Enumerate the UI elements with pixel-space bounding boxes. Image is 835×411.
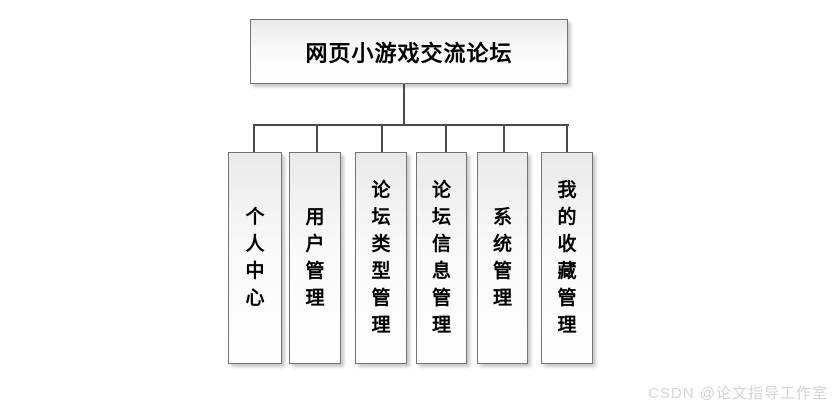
leaf-node-label: 用户管理 [305,207,325,309]
csdn-watermark: CSDN @论文指导工作室 [648,385,828,402]
connector-stem [403,84,405,125]
connector-drop-my-favorites-management [566,125,568,153]
leaf-node-personal-center: 个人中心 [228,152,282,364]
connector-drop-forum-info-management [445,125,447,153]
leaf-node-system-management: 系统管理 [477,152,528,364]
leaf-node-label: 我的收藏管理 [557,180,577,336]
leaf-node-forum-type-management: 论坛类型管理 [355,152,407,364]
leaf-node-label: 个人中心 [245,207,265,309]
root-node-forum: 网页小游戏交流论坛 [250,19,568,84]
leaf-node-forum-info-management: 论坛信息管理 [416,152,467,364]
leaf-node-label: 论坛信息管理 [432,180,452,336]
connector-drop-personal-center [253,125,255,153]
root-node-label: 网页小游戏交流论坛 [305,40,513,66]
connector-drop-user-management [316,125,318,153]
connector-drop-system-management [503,125,505,153]
connector-rail [253,124,569,126]
leaf-node-label: 系统管理 [493,207,513,309]
leaf-node-user-management: 用户管理 [289,152,341,364]
leaf-node-label: 论坛类型管理 [371,180,391,336]
connector-drop-forum-type-management [381,125,383,153]
leaf-node-my-favorites-management: 我的收藏管理 [541,152,593,364]
